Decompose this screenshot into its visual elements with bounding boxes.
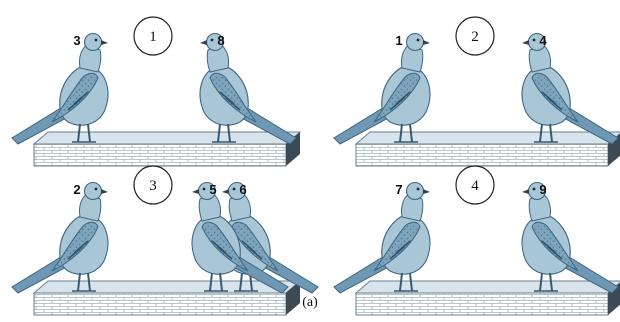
pigeon-number: 3 [73,33,80,48]
pigeon-number: 4 [539,33,547,48]
pigeon-number: 6 [239,182,246,197]
hole-number: 2 [471,29,479,45]
pigeonhole-panel-2: 1 4 2 [333,16,620,167]
hole-circle [133,16,173,56]
pigeonhole-panel-3: 2 5 6 3 [11,165,319,316]
hole-circle [455,165,495,205]
pigeon-icon [333,32,431,145]
hole-number: 3 [149,178,157,194]
ledge [354,280,620,316]
hole-circle [133,165,173,205]
hole-number: 4 [471,178,479,194]
pigeon-icon [199,32,297,145]
pigeon-number: 7 [395,182,402,197]
pigeon-number: 9 [539,182,546,197]
pigeonhole-panel-1: 3 8 1 [11,16,302,167]
hole-circle [455,16,495,56]
pigeon-icon [191,181,289,294]
ledge [32,131,302,167]
pigeon-icon [521,32,619,145]
pigeon-icon [11,181,109,294]
hole-number: 1 [149,29,157,45]
pigeon-icon [333,181,431,294]
ledge [354,131,620,167]
pigeon-icon [521,181,619,294]
pigeonhole-panel-4: 7 9 4 [333,165,620,316]
pigeon-number: 8 [217,33,224,48]
figure-caption: (a) [302,295,318,310]
pigeon-number: 2 [73,182,80,197]
ledge [32,280,302,316]
pigeon-number: 5 [209,182,216,197]
pigeon-number: 1 [395,33,402,48]
pigeon-icon [11,32,109,145]
